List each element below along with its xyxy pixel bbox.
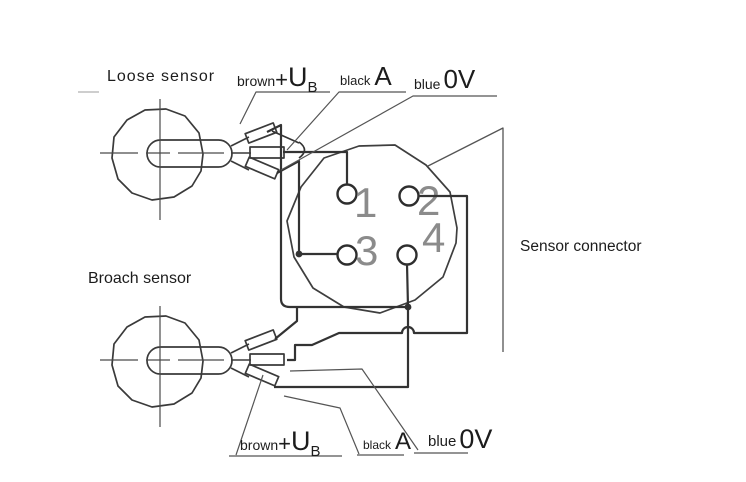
supply-subscript: B <box>308 79 318 96</box>
wire-terminal-blue <box>244 156 280 180</box>
black-word: black <box>340 73 371 88</box>
wire-terminal-black <box>249 353 285 366</box>
connector-face-outline <box>286 144 458 314</box>
wire-pin2-to-bottom-sensor <box>287 194 469 362</box>
pin-4-label: 4 <box>422 214 445 261</box>
wire-top-to-pin4-bus <box>266 123 405 309</box>
brown-word: brown <box>240 437 278 453</box>
leader-bottom-brown <box>229 374 342 457</box>
broach-sensor-drawing <box>100 306 285 427</box>
junction-dot-pin4 <box>404 303 412 311</box>
pin-1-label: 1 <box>354 179 377 226</box>
brown-word: brown <box>237 73 275 89</box>
leader-bottom-black <box>283 395 404 456</box>
pin-1 <box>336 183 358 205</box>
zero-volt-symbol: 0V <box>459 424 492 454</box>
text-labels: Loose sensor Broach sensor Sensor connec… <box>88 61 642 460</box>
wire-bottom-upper-junction <box>274 307 299 340</box>
signal-symbol: A <box>395 428 411 455</box>
sensor-connector-drawing: 1 2 3 4 <box>286 144 458 314</box>
signal-symbol: A <box>374 61 392 91</box>
junction-dot-pin3 <box>295 250 303 258</box>
leader-top-brown <box>239 91 330 125</box>
leader-bottom-blue <box>289 368 468 454</box>
connector-bracket <box>427 127 504 352</box>
wire-terminal-blue <box>244 363 280 387</box>
supply-symbol: U <box>291 426 311 456</box>
plus-sign: + <box>275 67 288 92</box>
wire-terminal-brown <box>244 122 278 144</box>
broach-sensor-label: Broach sensor <box>88 270 192 287</box>
supply-subscript: B <box>311 443 321 460</box>
leader-top-blue <box>280 95 497 171</box>
wiring <box>266 123 469 389</box>
wire-label-top-brown: brown+UB <box>237 62 318 96</box>
blue-word: blue <box>414 76 441 92</box>
wire-pin4-to-bottom-sensor <box>274 263 410 389</box>
pin-2 <box>398 185 420 207</box>
sensor-body-outline <box>111 108 204 201</box>
loose-sensor-label: Loose sensor <box>107 68 215 85</box>
black-word: black <box>363 438 392 452</box>
leader-lines <box>78 91 504 457</box>
pin-3-label: 3 <box>355 227 378 274</box>
wire-stubs <box>230 343 251 378</box>
zero-volt-symbol: 0V <box>443 64 475 94</box>
plus-sign: + <box>278 431 291 456</box>
wire-terminal-black <box>249 146 285 159</box>
supply-symbol: U <box>288 62 308 92</box>
sensor-body-outline <box>111 315 204 408</box>
wire-terminal-brown <box>244 329 278 351</box>
pin-4 <box>396 244 418 266</box>
leader-top-black <box>286 91 406 151</box>
loose-sensor-drawing <box>100 99 285 220</box>
pin-2-label: 2 <box>417 177 440 224</box>
plug-housing-bump <box>298 141 306 159</box>
wire-label-bottom-brown: brown+UB <box>240 426 321 460</box>
wire-stubs <box>230 136 251 171</box>
sensor-connector-label: Sensor connector <box>520 238 642 255</box>
blue-word: blue <box>428 433 456 450</box>
wire-top-to-pin3 <box>276 159 337 256</box>
pin-3 <box>336 244 358 266</box>
